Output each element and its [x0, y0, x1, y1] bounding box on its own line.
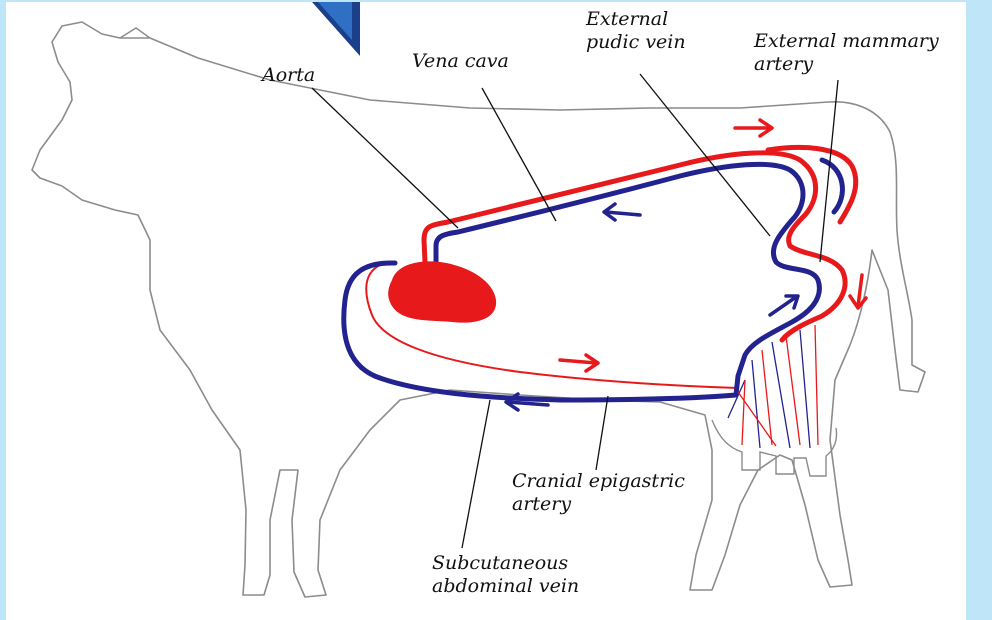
- flow-arrow-mid-blue: [604, 204, 640, 220]
- label-external-mammary-artery: External mammary artery: [754, 30, 939, 76]
- label-vena-cava: Vena cava: [412, 50, 509, 73]
- label-external-pudic-vein: External pudic vein: [586, 8, 686, 54]
- heart-icon: [388, 261, 496, 322]
- cow-ear-outline: [120, 28, 150, 38]
- corner-tab-icon: [312, 2, 360, 56]
- flow-arrow-right-red: [850, 275, 866, 308]
- label-subcutaneous-abdominal-vein: Subcutaneous abdominal vein: [432, 552, 579, 598]
- leader-aorta: [312, 88, 458, 228]
- flow-arrow-udder-blue: [770, 296, 798, 315]
- leader-cranial-epigastric-artery: [596, 396, 608, 470]
- flow-arrow-top-red: [735, 120, 772, 136]
- leader-subcutaneous-abdominal-vein: [462, 400, 490, 548]
- label-cranial-epigastric-artery: Cranial epigastric artery: [512, 470, 685, 516]
- mammary-vessel-fan: [728, 325, 818, 448]
- flow-arrow-bottom-red: [560, 355, 598, 371]
- label-aorta: Aorta: [262, 64, 315, 87]
- leader-vena-cava: [482, 88, 556, 221]
